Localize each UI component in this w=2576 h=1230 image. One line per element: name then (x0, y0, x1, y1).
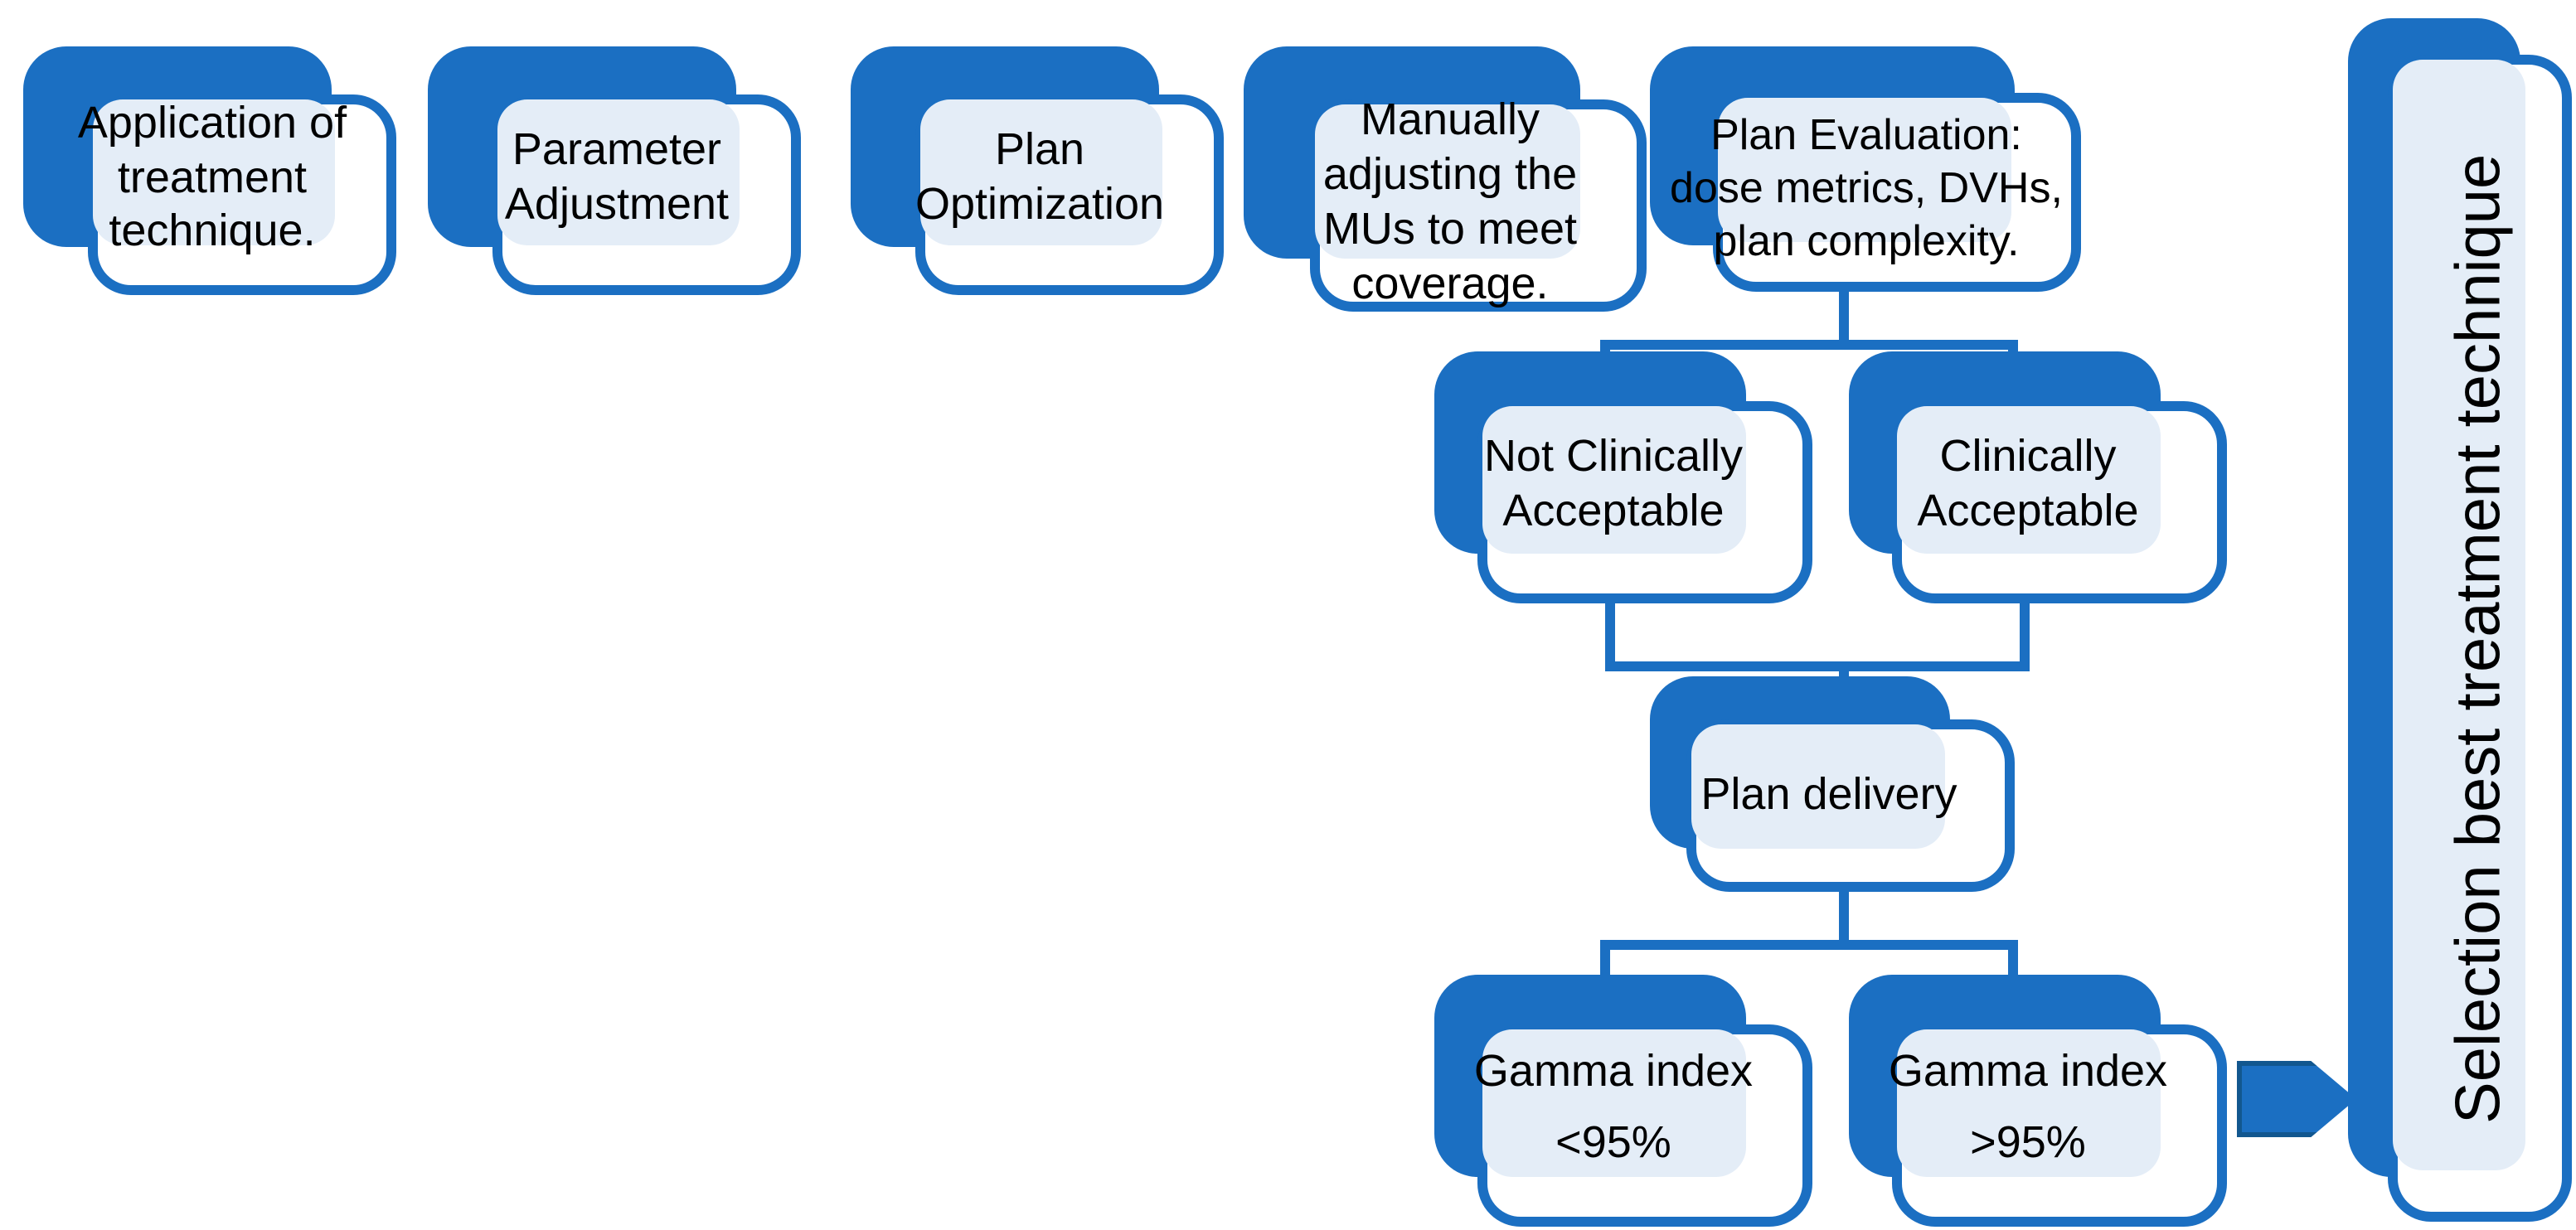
connector-not-acceptable-down (1605, 603, 1615, 666)
node-not-acceptable[interactable]: Not Clinically Acceptable (1434, 351, 1812, 603)
node-fill (497, 99, 740, 245)
node-fill (2393, 60, 2525, 1170)
node-fill (1718, 98, 2011, 242)
node-label: Gamma index <95% (1473, 1045, 1754, 1167)
node-label: Manually adjusting the MUs to meet cover… (1322, 94, 1578, 308)
connector-delivery-down (1839, 892, 1849, 945)
node-label: Plan Optimization (914, 124, 1165, 229)
node-fill (93, 99, 335, 245)
result-arrow-icon (2237, 1061, 2356, 1137)
node-acceptable[interactable]: Clinically Acceptable (1849, 351, 2227, 603)
node-fill (1897, 406, 2161, 554)
node-optimization[interactable]: Plan Optimization (851, 46, 1224, 295)
node-manual-mu[interactable]: Manually adjusting the MUs to meet cover… (1244, 46, 1658, 312)
node-gamma-low[interactable]: Gamma index <95% (1434, 975, 1812, 1227)
node-label: Plan delivery (1700, 768, 1957, 819)
node-label: Application of treatment technique. (77, 97, 347, 256)
node-gamma-high[interactable]: Gamma index >95% (1849, 975, 2227, 1227)
node-parameter[interactable]: Parameter Adjustment (428, 46, 801, 295)
node-label: Selection best treatment technique (2444, 153, 2515, 1124)
node-label: Gamma index >95% (1888, 1045, 2168, 1167)
connector-eval-down (1839, 292, 1849, 345)
node-plan-evaluation[interactable]: Plan Evaluation: dose metrics, DVHs, pla… (1650, 46, 2089, 292)
connector-merge-delivery (1605, 661, 2030, 671)
connector-acceptable-down (2020, 603, 2030, 666)
node-fill (920, 99, 1162, 245)
connector-gamma-split (1600, 940, 2018, 950)
node-application[interactable]: Application of treatment technique. (23, 46, 396, 295)
node-plan-delivery[interactable]: Plan delivery (1650, 676, 2015, 892)
node-fill (1897, 1029, 2161, 1177)
node-label: Clinically Acceptable (1917, 431, 2139, 535)
node-label: Parameter Adjustment (504, 124, 730, 229)
node-label: Not Clinically Acceptable (1483, 431, 1744, 535)
node-fill (1482, 406, 1746, 554)
node-fill (1315, 104, 1580, 259)
node-fill (1482, 1029, 1746, 1177)
node-selection[interactable]: Selection best treatment technique (2348, 18, 2572, 1222)
connector-branch-top (1600, 340, 2018, 350)
node-fill (1691, 724, 1945, 849)
node-label: Plan Evaluation: dose metrics, DVHs, pla… (1670, 109, 2063, 265)
